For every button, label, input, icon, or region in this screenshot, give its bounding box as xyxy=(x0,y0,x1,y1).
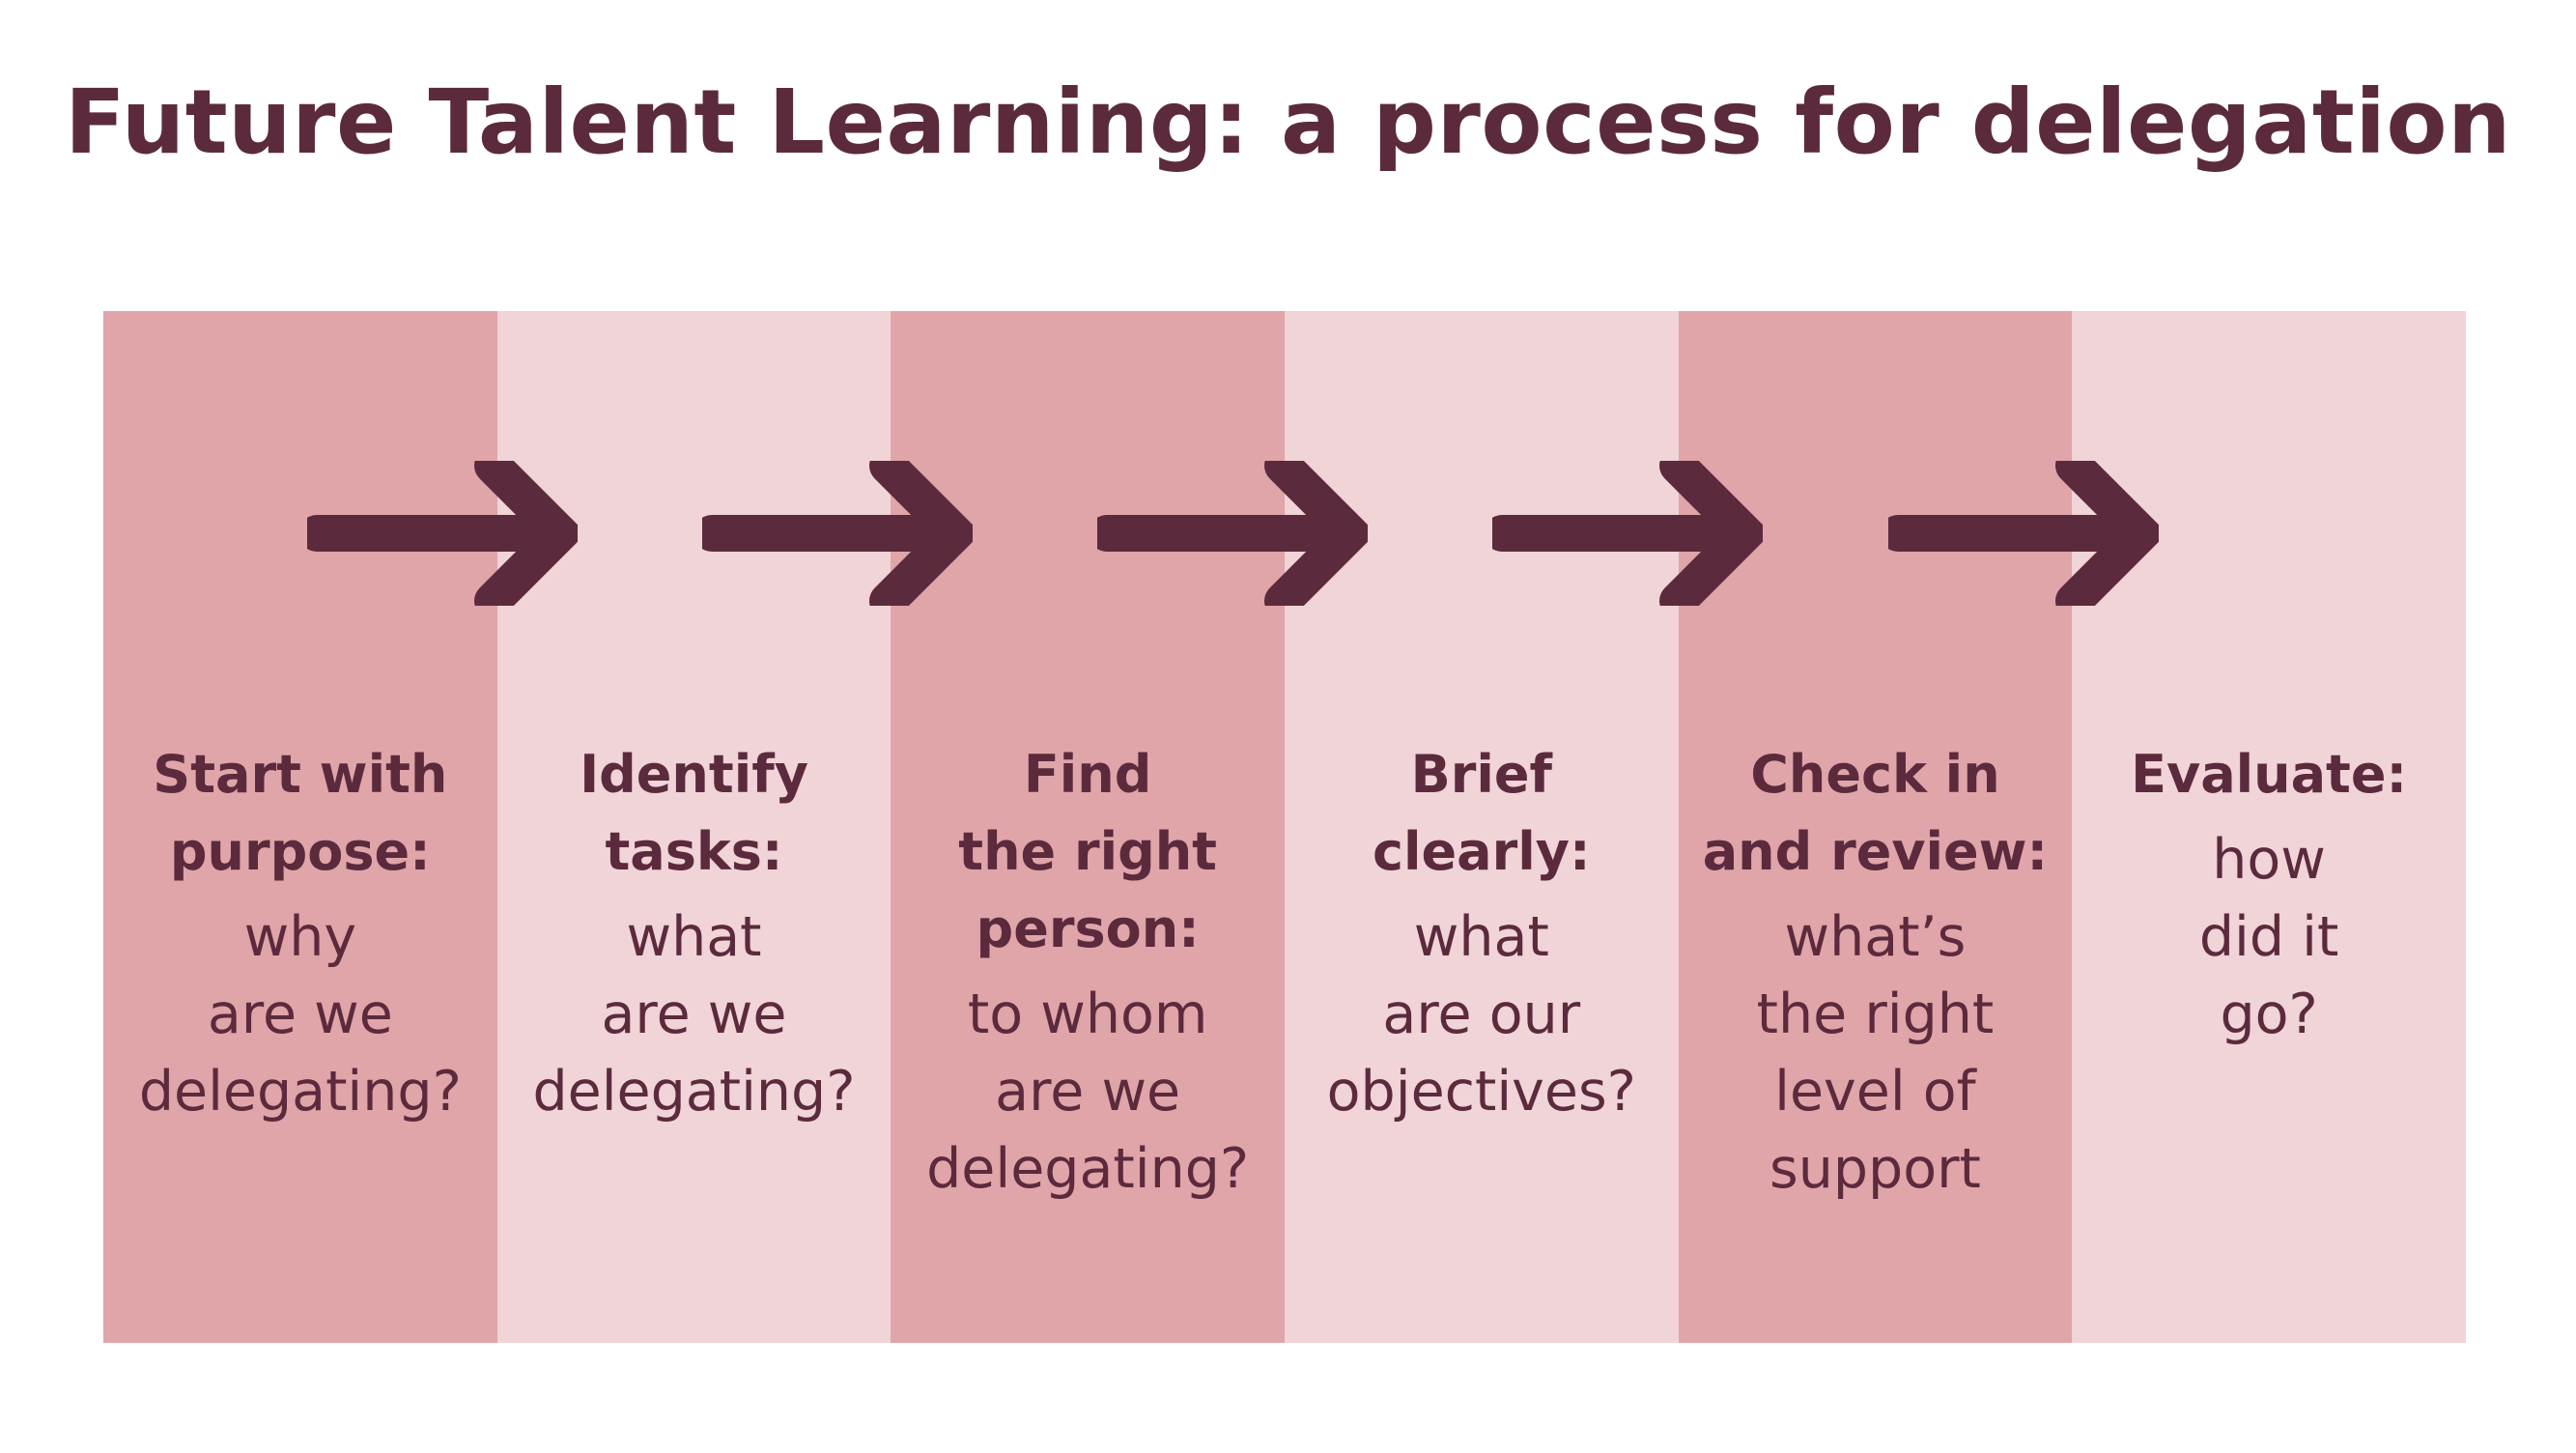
right-arrow-icon xyxy=(1097,461,1368,606)
step-heading: Check in and review: xyxy=(1702,744,2049,882)
step-check-in-and-review: Check in and review: what’s the right le… xyxy=(1678,311,2073,1343)
step-heading: Start with purpose: xyxy=(153,744,448,882)
step-question: why are we delegating? xyxy=(138,905,462,1124)
step-heading: Find the right person: xyxy=(958,744,1217,959)
step-question: what are our objectives? xyxy=(1326,905,1636,1124)
step-question: what’s the right level of support xyxy=(1756,905,1995,1201)
right-arrow-icon xyxy=(1492,461,1763,606)
step-start-with-purpose: Start with purpose: why are we delegatin… xyxy=(103,311,497,1343)
step-heading: Brief clearly: xyxy=(1373,744,1591,882)
step-text: Identify tasks: what are we delegating? xyxy=(497,736,892,1130)
step-evaluate: Evaluate: how did it go? xyxy=(2072,311,2466,1343)
step-heading: Evaluate: xyxy=(2131,744,2408,805)
step-text: Find the right person: to whom are we de… xyxy=(891,736,1285,1208)
step-question: how did it go? xyxy=(2198,828,2339,1046)
step-heading: Identify tasks: xyxy=(580,744,808,882)
step-text: Start with purpose: why are we delegatin… xyxy=(103,736,497,1130)
step-question: what are we delegating? xyxy=(532,905,856,1124)
right-arrow-icon xyxy=(307,461,578,606)
step-brief-clearly: Brief clearly: what are our objectives? xyxy=(1284,311,1679,1343)
process-diagram: Start with purpose: why are we delegatin… xyxy=(103,311,2466,1343)
step-text: Check in and review: what’s the right le… xyxy=(1679,736,2073,1208)
right-arrow-icon xyxy=(702,461,973,606)
page-title: Future Talent Learning: a process for de… xyxy=(64,71,2512,174)
step-question: to whom are we delegating? xyxy=(926,983,1250,1201)
right-arrow-icon xyxy=(1888,461,2159,606)
step-text: Brief clearly: what are our objectives? xyxy=(1285,736,1679,1130)
step-identify-tasks: Identify tasks: what are we delegating? xyxy=(496,311,892,1343)
step-find-the-right-person: Find the right person: to whom are we de… xyxy=(891,311,1285,1343)
step-text: Evaluate: how did it go? xyxy=(2072,736,2466,1053)
